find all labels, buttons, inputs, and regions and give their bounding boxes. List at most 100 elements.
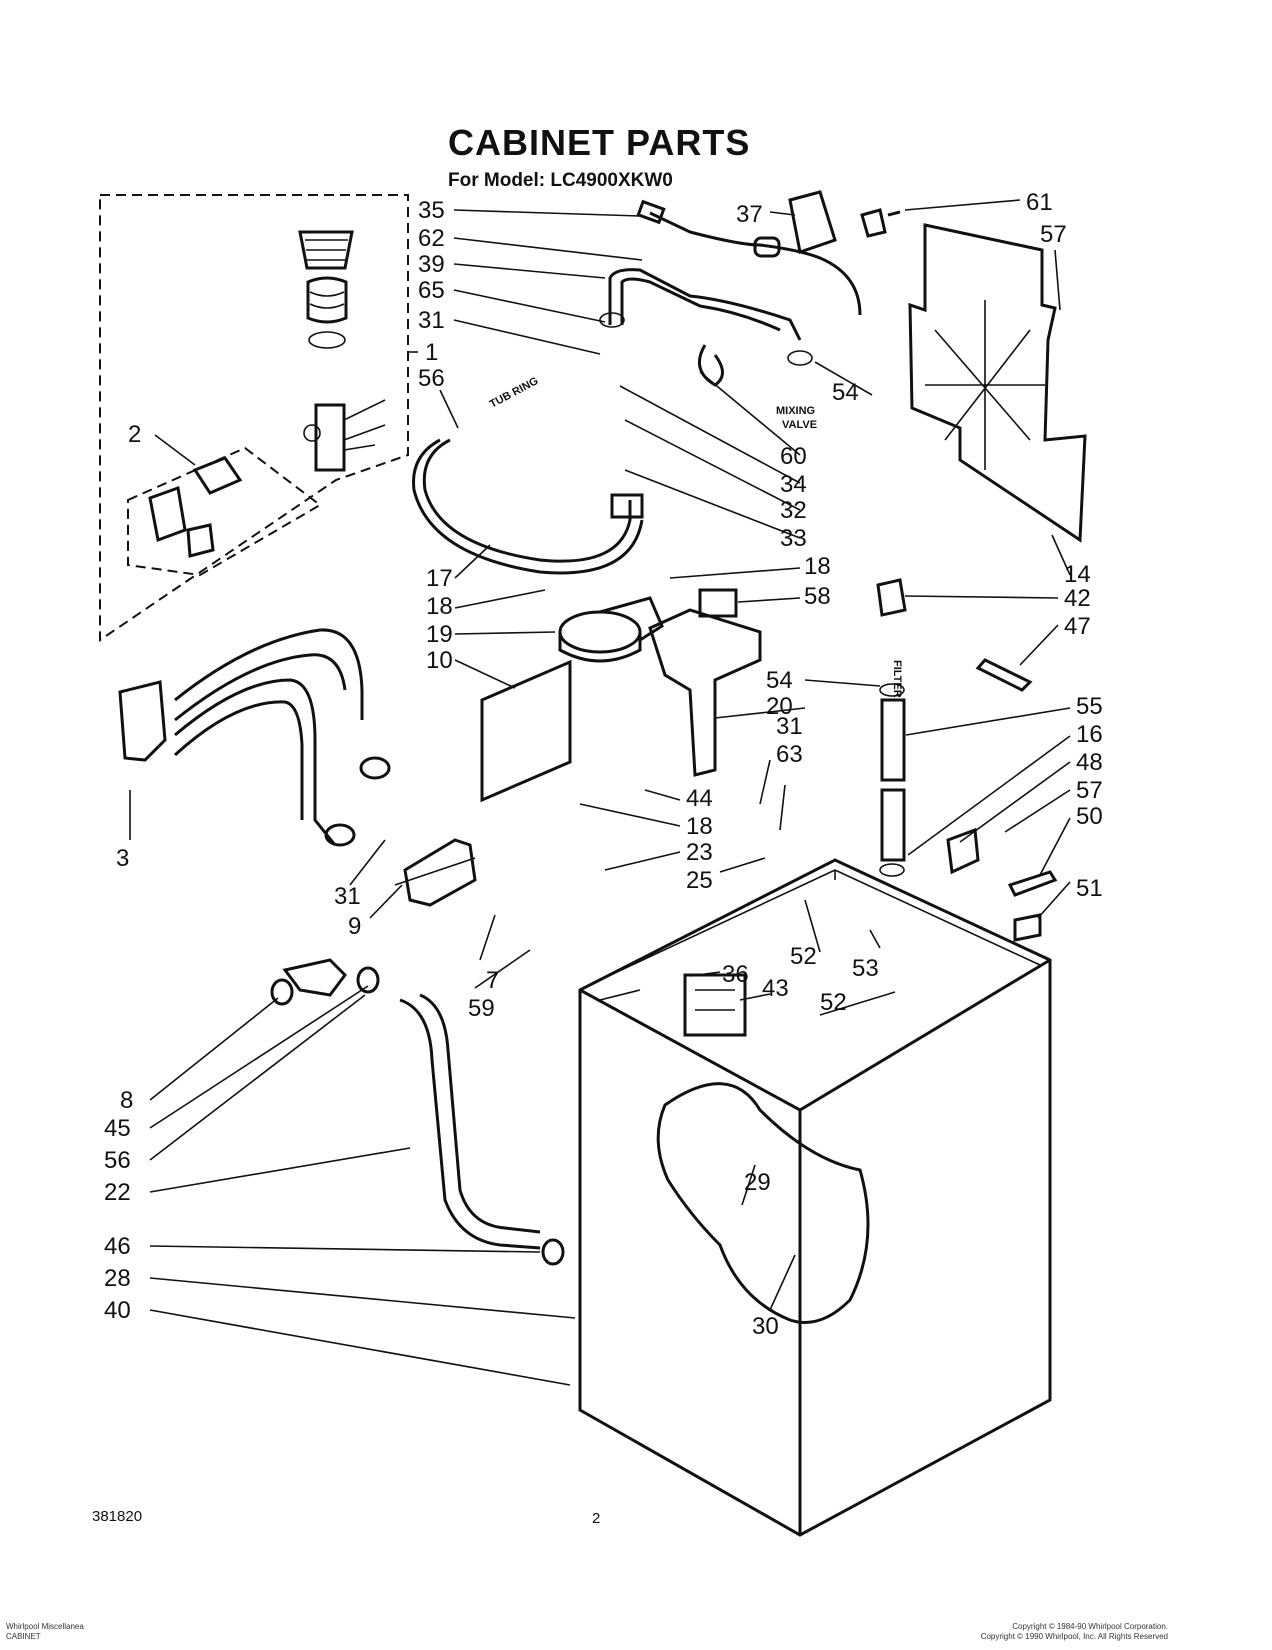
lid-bumper-51 — [1013, 913, 1042, 942]
callout-36: 36 — [722, 961, 749, 988]
hose-coupling — [118, 680, 167, 762]
footer-left-line-2: CABINET — [6, 1632, 41, 1641]
switch-bracket — [648, 608, 762, 777]
callout-14: 14 — [1064, 561, 1091, 588]
hose-clamp — [697, 344, 724, 387]
callout-labels: 35 62 39 65 31 56 1 2 37 61 57 54 60 34 … — [104, 189, 1103, 1340]
lid-strike-50 — [1007, 870, 1058, 897]
callout-43: 43 — [762, 975, 789, 1002]
callout-29: 29 — [744, 1169, 771, 1196]
callout-33: 33 — [780, 525, 807, 552]
footer-right-line-1: Copyright © 1984-90 Whirlpool Corporatio… — [1012, 1622, 1168, 1631]
callout-3: 3 — [116, 845, 129, 872]
callout-9: 9 — [348, 913, 361, 940]
callout-56-b: 56 — [104, 1147, 131, 1174]
callout-48: 48 — [1076, 749, 1103, 776]
callout-45: 45 — [104, 1115, 131, 1142]
footer-right-line-2: Copyright © 1990 Whirlpool, Inc. All Rig… — [980, 1632, 1168, 1641]
callout-57-a: 57 — [1040, 221, 1067, 248]
callout-31-a: 31 — [418, 307, 445, 334]
lid-switch — [683, 973, 747, 1037]
note-tub-ring: TUB RING — [488, 375, 541, 411]
callout-2: 2 — [128, 421, 141, 448]
callout-25: 25 — [686, 867, 713, 894]
callout-44: 44 — [686, 785, 713, 812]
callout-23: 23 — [686, 839, 713, 866]
callout-18-c: 18 — [686, 813, 713, 840]
hinge-48 — [946, 827, 980, 875]
filter-housing — [876, 578, 907, 617]
callout-32: 32 — [780, 497, 807, 524]
subgroup-box-outline — [127, 446, 322, 577]
callout-18-b: 18 — [804, 553, 831, 580]
callout-17: 17 — [426, 565, 453, 592]
callout-56-a: 56 — [418, 365, 445, 392]
inlet-valve-assembly — [298, 230, 386, 472]
footer-right: Copyright © 1984-90 Whirlpool Corporatio… — [981, 1622, 1168, 1642]
callout-46: 46 — [104, 1233, 131, 1260]
callout-18-a: 18 — [426, 593, 453, 620]
footer-left-line-1: Whirlpool Miscellanea — [6, 1622, 84, 1631]
note-filter: FILTER — [891, 660, 903, 698]
callout-39: 39 — [418, 251, 445, 278]
rear-panel — [908, 223, 1087, 543]
tub-ring-hose — [422, 438, 632, 563]
footer-left: Whirlpool Miscellanea CABINET — [6, 1622, 84, 1642]
doc-number: 381820 — [92, 1508, 143, 1525]
callout-52-a: 52 — [790, 943, 817, 970]
valve-solenoid-parts — [148, 456, 243, 558]
group-box-outline — [99, 194, 409, 642]
insulation-pad — [480, 659, 572, 803]
callout-58: 58 — [804, 583, 831, 610]
callout-22: 22 — [104, 1179, 131, 1206]
cord-clamp — [788, 190, 837, 254]
callout-8: 8 — [120, 1087, 133, 1114]
callout-34: 34 — [780, 471, 807, 498]
power-cord — [649, 211, 862, 316]
callout-47: 47 — [1064, 613, 1091, 640]
callout-55: 55 — [1076, 693, 1103, 720]
filter-tube — [880, 698, 906, 782]
callout-52-b: 52 — [820, 989, 847, 1016]
mixing-valve-hose — [608, 268, 802, 341]
callout-35: 35 — [418, 197, 445, 224]
callout-51: 51 — [1076, 875, 1103, 902]
water-inlet-hose — [174, 628, 364, 720]
drain-elbow — [282, 958, 347, 997]
callout-7: 7 — [486, 967, 499, 994]
drain-hose — [399, 998, 541, 1250]
spring-47 — [975, 658, 1033, 692]
callout-20: 20 — [766, 693, 793, 720]
callout-28: 28 — [104, 1265, 131, 1292]
callout-37: 37 — [736, 201, 763, 228]
callout-40: 40 — [104, 1297, 131, 1324]
panel-clip — [860, 208, 901, 238]
callout-65: 65 — [418, 277, 445, 304]
page-title: CABINET PARTS — [448, 122, 751, 163]
callout-54-a: 54 — [832, 379, 859, 406]
callout-31-c: 31 — [334, 883, 361, 910]
callout-16: 16 — [1076, 721, 1103, 748]
callout-54-b: 54 — [766, 667, 793, 694]
callout-59: 59 — [468, 995, 495, 1022]
callout-10: 10 — [426, 647, 453, 674]
callout-30: 30 — [752, 1313, 779, 1340]
callout-62: 62 — [418, 225, 445, 252]
callout-53: 53 — [852, 955, 879, 982]
callout-42: 42 — [1064, 585, 1091, 612]
callout-57-b: 57 — [1076, 777, 1103, 804]
callout-60: 60 — [780, 443, 807, 470]
callout-50: 50 — [1076, 803, 1103, 830]
callout-19: 19 — [426, 621, 453, 648]
cabinet-cutaway — [656, 1082, 870, 1324]
hose-clip — [698, 588, 738, 618]
model-line: For Model: LC4900XKW0 — [448, 170, 673, 191]
note-mixing-valve-line-1: MIXING — [776, 405, 815, 417]
page-number: 2 — [592, 1510, 601, 1527]
callout-31-b: 31 — [776, 713, 803, 740]
callout-1: 1 — [425, 339, 438, 366]
callout-63: 63 — [776, 741, 803, 768]
leader-lines — [129, 199, 1071, 1386]
pressure-switch — [558, 596, 664, 663]
